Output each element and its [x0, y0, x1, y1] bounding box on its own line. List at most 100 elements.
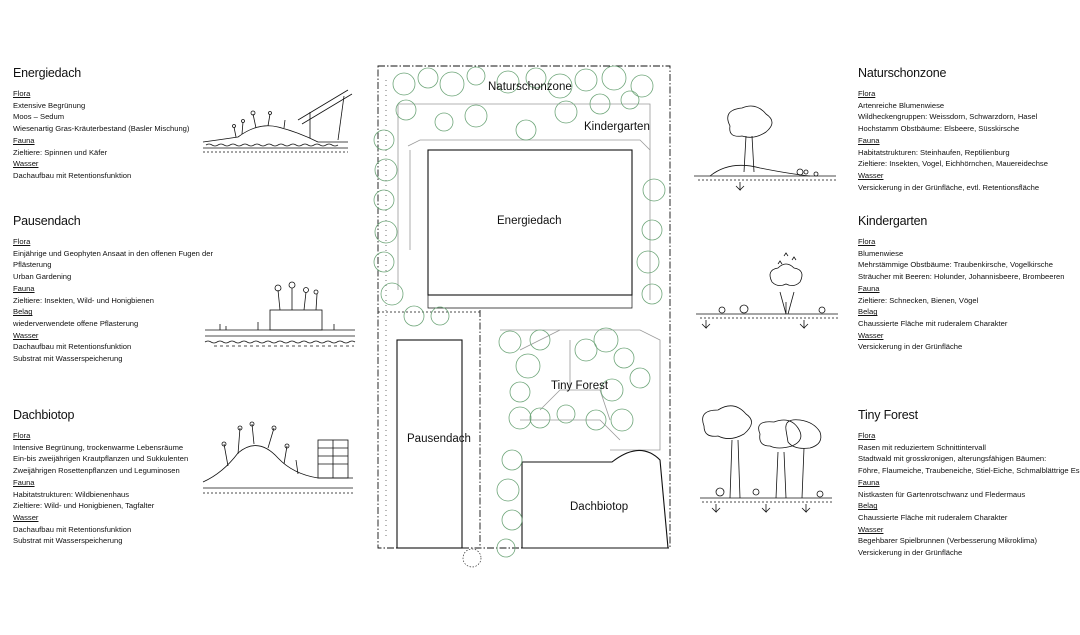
tree-icon [613, 347, 635, 369]
description-line: Extensive Begrünung [13, 100, 86, 110]
tree-icon [630, 74, 654, 98]
tree-icon [392, 72, 416, 96]
tree-icon [498, 330, 522, 354]
dachbiotop-building [521, 449, 669, 549]
category-heading: Fauna [13, 135, 35, 145]
description-line: Versickerung in der Grünfläche [858, 342, 963, 352]
panel-title: Tiny Forest [858, 408, 918, 422]
description-line: Chaussierte Fläche mit ruderalem Charakt… [858, 512, 1008, 522]
description-line: Pflästerung [13, 260, 52, 270]
description-line: Zieltiere: Spinnen und Käfer [13, 147, 108, 157]
tree-icon [439, 71, 465, 97]
description-line: Zieltiere: Insekten, Wild- und Honigbien… [13, 295, 154, 305]
category-heading: Flora [13, 431, 31, 440]
description-line: Nistkasten für Gartenrotschwanz und Fled… [858, 489, 1026, 499]
category-heading: Flora [13, 89, 31, 98]
description-line: Mehrstämmige Obstbäume: Traubenkirsche, … [858, 260, 1053, 270]
tree-icon [600, 378, 624, 402]
kindergarten-section-sketch [696, 252, 838, 329]
description-line: Dachaufbau mit Retentionsfunktion [13, 524, 132, 534]
description-line: Blumenwiese [858, 248, 904, 258]
tree-icon [496, 538, 516, 558]
tree-icon [417, 67, 439, 89]
plan-label-naturschonzone: Naturschonzone [488, 81, 572, 93]
tree-icon [509, 381, 531, 403]
description-line: Moos – Sedum [13, 112, 65, 122]
description-line: Stadtwald mit grosskronigen, alterungsfä… [858, 454, 1047, 464]
description-line: Begehbarer Spielbrunnen (Verbesserung Mi… [858, 536, 1037, 546]
category-heading: Belag [858, 501, 878, 511]
description-line: Ein-bis zweijährigen Krautpflanzen und S… [13, 454, 189, 464]
description-line: Hochstamm Obstbäume: Elsbeere, Süsskirsc… [858, 124, 1020, 134]
tree-icon [466, 66, 486, 86]
tree-icon [373, 129, 395, 151]
tree-icon [501, 509, 523, 531]
tree-icon [374, 158, 398, 182]
category-heading: Fauna [858, 477, 880, 487]
panel-title: Energiedach [13, 66, 81, 80]
description-line: Zieltiere: Schnecken, Bienen, Vögel [858, 295, 979, 305]
energiedach-section-sketch [202, 89, 353, 153]
description-line: Zweijährigen Rosettenpflanzen und Legumi… [13, 466, 180, 476]
tree-icon [508, 406, 532, 430]
tree-icon [620, 90, 640, 110]
tree-icon [373, 251, 395, 273]
category-heading: Wasser [13, 512, 39, 522]
description-line: Versickerung in der Grünfläche [858, 548, 963, 558]
plan-label-dachbiotop: Dachbiotop [570, 501, 628, 513]
panel-title: Kindergarten [858, 214, 928, 228]
panel-title: Dachbiotop [13, 408, 75, 422]
tree-icon [373, 189, 395, 211]
tree-icon [629, 367, 651, 389]
category-heading: Wasser [13, 159, 39, 169]
panel-title: Pausendach [13, 214, 81, 228]
plan-label-energiedach: Energiedach [497, 215, 562, 227]
category-heading: Wasser [858, 170, 884, 180]
description-line: Artenreiche Blumenwiese [858, 100, 945, 110]
tree-icon [589, 93, 611, 115]
category-heading: Flora [858, 89, 876, 98]
tree-icon [585, 409, 607, 431]
tree-icon [434, 112, 454, 132]
tree-icon [515, 353, 541, 379]
plan-label-pausendach: Pausendach [407, 433, 471, 445]
tree-icon [529, 407, 551, 429]
description-line: Urban Gardening [13, 272, 72, 282]
tree-icon [501, 449, 523, 471]
tree-icon [374, 220, 398, 244]
description-line: Rasen mit reduziertem Schnittintervall [858, 442, 986, 452]
category-heading: Fauna [858, 283, 880, 293]
category-heading: Belag [13, 307, 33, 317]
tree-icon [496, 70, 520, 94]
tree-icon [574, 338, 598, 362]
description-line: Habitatstrukturen: Steinhaufen, Reptilie… [858, 147, 1010, 157]
description-line: Chaussierte Fläche mit ruderalem Charakt… [858, 318, 1008, 328]
description-line: Versickerung in der Grünfläche, evtl. Re… [858, 182, 1040, 192]
description-line: Intensive Begrünung, trockenwarme Lebens… [13, 442, 184, 452]
plan-label-kindergarten: Kindergarten [584, 121, 650, 133]
tree-icon [395, 99, 417, 121]
tree-icon [496, 478, 520, 502]
category-heading: Flora [858, 237, 876, 246]
category-heading: Flora [13, 237, 31, 246]
description-line: Substrat mit Wasserspeicherung [13, 536, 123, 546]
description-line: Dachaufbau mit Retentionsfunktion [13, 170, 132, 180]
pausendach-building [396, 339, 463, 549]
description-line: Zieltiere: Insekten, Vogel, Eichhörnchen… [858, 159, 1048, 169]
tree-icon [380, 282, 404, 306]
tree-icon [636, 250, 660, 274]
tree-icon [593, 327, 619, 353]
category-heading: Wasser [858, 330, 884, 340]
category-heading: Wasser [858, 524, 884, 534]
description-line: Dachaufbau mit Retentionsfunktion [13, 342, 132, 352]
entrance-marker [462, 548, 482, 568]
tree-icon [525, 67, 547, 89]
